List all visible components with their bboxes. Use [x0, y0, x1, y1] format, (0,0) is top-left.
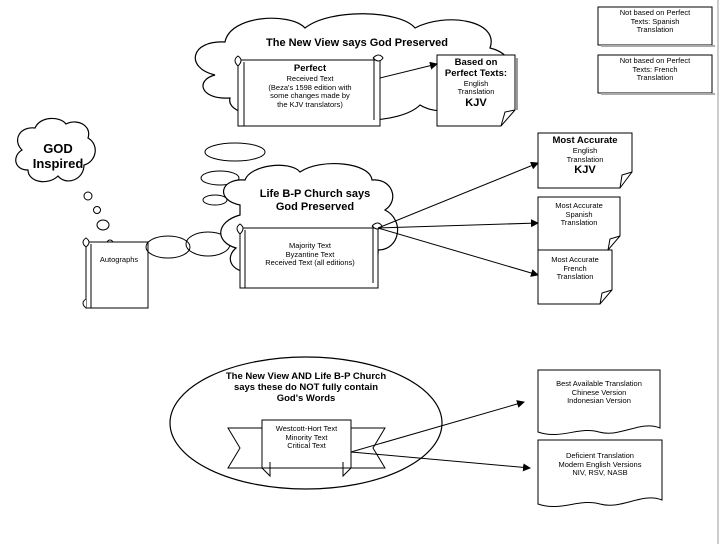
middle-cloud-text: Life B-P Church says God Preserved — [245, 188, 385, 213]
based-line: Perfect Texts: — [444, 67, 508, 79]
westcott-text: Westcott-Hort Text Minority Text Critica… — [262, 424, 351, 451]
thought-bubble — [83, 191, 93, 201]
not-based-line: Texts: Spanish — [630, 16, 680, 26]
arrow-perfect-to-kjv — [379, 61, 438, 79]
bottom-line: The New View AND Life B-P Church — [225, 371, 387, 382]
based-line: Translation — [457, 87, 495, 97]
arrow-to-deficient — [350, 451, 531, 472]
best-available-shape — [537, 369, 661, 436]
arrow-to-french — [377, 227, 539, 277]
based-line: English — [463, 78, 489, 88]
majority-scroll — [236, 222, 383, 289]
not-based-line: Translation — [636, 25, 674, 35]
maf-line: French — [563, 263, 587, 273]
mae-line: English — [572, 145, 598, 155]
perfect-line: Received Text — [286, 73, 334, 83]
best-line: Best Available Translation — [556, 379, 642, 388]
god-cloud-text: GOD Inspired — [24, 141, 92, 172]
autographs-label: Autographs — [99, 255, 139, 264]
arrow-to-english-kjv — [377, 161, 539, 229]
best-line: Chinese Version — [571, 387, 627, 397]
arrow-to-best-available — [350, 400, 525, 453]
perfect-scroll-text: Perfect Received Text (Beza's 1598 editi… — [246, 63, 374, 109]
top-cloud-title: The New View says God Preserved — [266, 37, 448, 49]
westcott-line: Minority Text — [285, 432, 328, 442]
not-based-line: Translation — [636, 73, 674, 83]
not-based-line: Not based on Perfect — [619, 56, 691, 65]
most-accurate-spanish-text: Most Accurate Spanish Translation — [539, 201, 619, 228]
thought-ellipse — [204, 142, 266, 162]
mae-line: Translation — [566, 154, 604, 164]
arrow-to-spanish — [377, 219, 539, 229]
perfect-title: Perfect — [293, 63, 327, 74]
bottom-line: says these do NOT fully contain — [233, 381, 379, 393]
best-line: Indonesian Version — [567, 396, 631, 406]
not-based-line: Not based on Perfect — [619, 8, 691, 17]
mas-line: Spanish — [565, 209, 593, 219]
deficient-line: Modern English Versions — [558, 459, 642, 469]
majority-scroll-text: Majority Text Byzantine Text Received Te… — [246, 241, 374, 268]
based-kjv: KJV — [465, 97, 487, 110]
thought-bubble — [93, 206, 101, 214]
deficient-line: Deficient Translation — [566, 451, 634, 460]
connector-bubble — [145, 235, 191, 259]
autographs-scroll — [82, 237, 149, 309]
majority-line: Majority Text — [289, 241, 331, 250]
god-line: GOD — [43, 141, 73, 156]
best-available-text: Best Available Translation Chinese Versi… — [539, 379, 659, 406]
thought-bubble — [96, 219, 110, 231]
middle-line: Life B-P Church says — [259, 188, 371, 200]
deficient-line: NIV, RSV, NASB — [572, 468, 628, 478]
not-based-spanish-box — [597, 6, 715, 47]
majority-line: Received Text (all editions) — [265, 258, 355, 268]
perfect-line: some changes made by — [270, 91, 350, 101]
based-on-perfect-box — [436, 54, 518, 127]
mas-line: Translation — [560, 218, 598, 228]
based-on-perfect-text: Based on Perfect Texts: English Translat… — [438, 57, 514, 110]
not-based-french-box — [597, 54, 715, 95]
thought-ellipse — [202, 194, 228, 206]
westcott-line: Westcott-Hort Text — [275, 424, 338, 433]
perfect-scroll — [234, 54, 384, 127]
perfect-line: the KJV translators) — [277, 99, 343, 109]
thought-ellipse — [200, 170, 240, 186]
mae-line: Most Accurate — [552, 135, 618, 146]
middle-line: God Preserved — [275, 200, 355, 213]
not-based-spanish-text: Not based on Perfect Texts: Spanish Tran… — [599, 8, 711, 35]
most-accurate-spanish-box — [537, 196, 621, 251]
god-line: Inspired — [32, 155, 84, 171]
most-accurate-english-text: Most Accurate English Translation KJV — [539, 135, 631, 177]
most-accurate-english-box — [537, 132, 633, 189]
based-line: Based on — [454, 57, 498, 68]
perfect-line: (Beza's 1598 edition with — [268, 82, 352, 92]
maf-line: Most Accurate — [551, 255, 599, 264]
deficient-shape — [537, 439, 663, 508]
deficient-text: Deficient Translation Modern English Ver… — [539, 451, 661, 478]
mae-kjv: KJV — [574, 164, 596, 177]
mas-line: Most Accurate — [555, 201, 603, 210]
majority-line: Byzantine Text — [285, 249, 335, 259]
westcott-line: Critical Text — [287, 441, 326, 451]
bottom-line: God's Words — [276, 392, 336, 404]
most-accurate-french-box — [537, 249, 613, 305]
most-accurate-french-text: Most Accurate French Translation — [539, 255, 611, 282]
not-based-line: Texts: French — [632, 64, 678, 74]
god-cloud-shape — [15, 117, 96, 183]
westcott-banner — [227, 419, 386, 478]
not-based-french-text: Not based on Perfect Texts: French Trans… — [599, 56, 711, 83]
maf-line: Translation — [556, 272, 594, 282]
bottom-ellipse-text: The New View AND Life B-P Church says th… — [200, 371, 412, 405]
